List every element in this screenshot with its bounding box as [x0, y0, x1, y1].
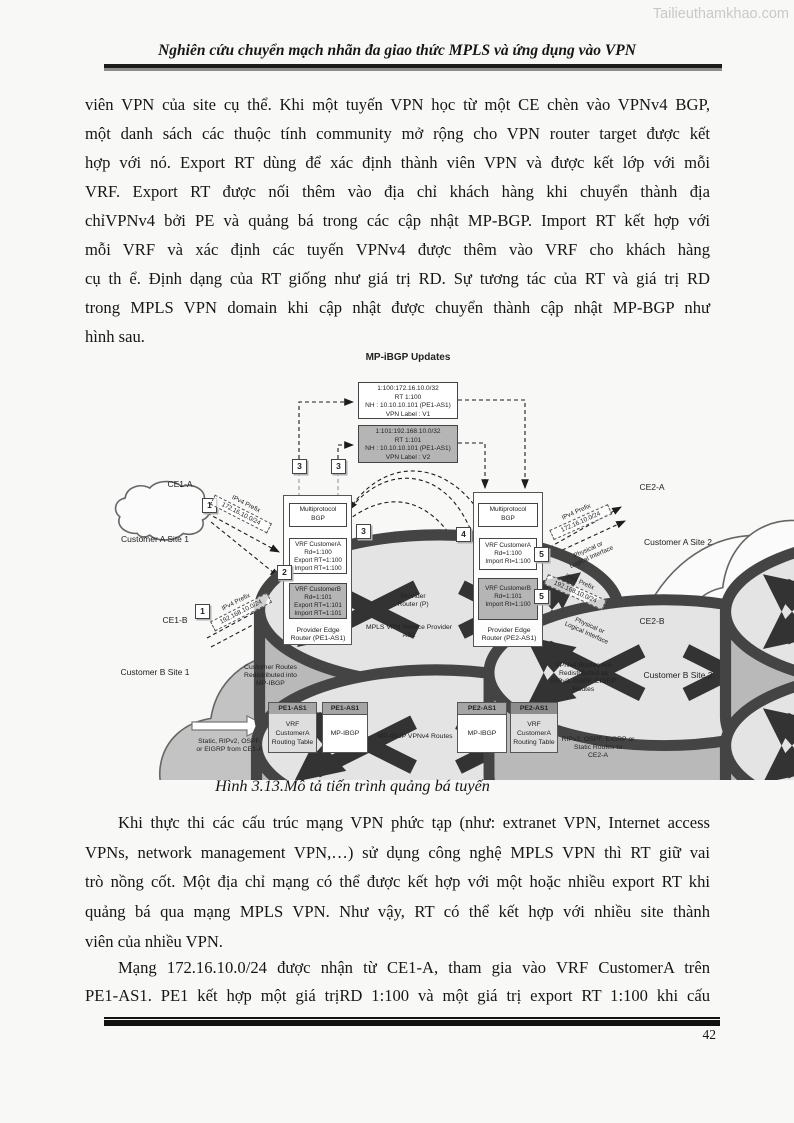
flow-box-header: PE2-AS1 [458, 703, 506, 715]
paragraph-1: viên VPN của site cụ thể. Khi một tuyến … [85, 90, 710, 351]
cloud-provider-label: MPLS VPN Service Provider AS1 [365, 624, 453, 639]
text-line: Khi thực thi các cấu trúc mạng VPN phức … [118, 813, 710, 832]
pe1-vrf-customer-a: VRF CustomerA Rd=1:100 Export RT=1:100 I… [289, 538, 347, 574]
dash-to-update1 [298, 398, 355, 459]
text-line: hợp với nó. Export RT dùng để xác định t… [85, 153, 710, 172]
update-box-2: 1:101:192.168.10.0/32 RT 1:101 NH : 10.1… [358, 425, 458, 463]
text-line: PE1-AS1. PE1 kết hợp một giá trịRD 1:100… [85, 986, 710, 1005]
text-line: một danh sách các thuộc tính community m… [85, 124, 710, 143]
badge-3b: 3 [331, 459, 346, 474]
flow-box-pe1-mpibgp: PE1-AS1 MP-IBGP [322, 702, 368, 753]
router-p-label: Provider Router (P) [397, 593, 429, 608]
dash-arc-to-vrfb2 [346, 501, 476, 588]
text-line: VRF. Export RT được nối thêm vào địa chỉ… [85, 182, 710, 201]
page-header-title: Nghiên cứu chuyển mạch nhãn đa giao thức… [158, 42, 636, 59]
dash-to-update2 [337, 441, 355, 459]
footer-rule [104, 1017, 720, 1026]
pe1-label: Provider Edge Router (PE1-AS1) [290, 627, 346, 642]
flow-box-body: MP-IBGP [330, 729, 360, 737]
flow-box-pe1-vrf: PE1-AS1 VRF CustomerA Routing Table [268, 702, 317, 753]
paragraph-2: Khi thực thi các cấu trúc mạng VPN phức … [85, 808, 710, 956]
redistributed-left-label: Customer Routes Redistributed into MP-IB… [244, 664, 297, 687]
badge-5a: 5 [534, 547, 549, 562]
text-line: VPNs, network management VPN,…) sử dụng … [85, 842, 710, 862]
router-ce2b-label: CE2-B [639, 616, 665, 626]
text-line: Mạng 172.16.10.0/24 được nhận từ CE1-A, … [118, 958, 710, 977]
dash-arc-to-pe1bgp [348, 470, 479, 511]
dash-update2-to-pe2 [458, 442, 489, 490]
header-rule [104, 64, 722, 71]
cloud-a2-label: Customer A Site 2 [643, 537, 713, 547]
text-line: quảng bá qua mạng MPLS VPN. Như vậy, RT … [85, 902, 710, 922]
text-line: trong MPLS VPN domain khi cập nhật được … [85, 298, 710, 317]
badge-4: 4 [456, 527, 471, 542]
flow-box-pe2-mpibgp: PE2-AS1 MP-IBGP [457, 702, 507, 753]
flow-box-body: VRF CustomerA Routing Table [511, 714, 557, 752]
dash-ce1a-vrfb [210, 521, 280, 578]
badge-2: 2 [277, 565, 292, 580]
text-line: trò nồng cốt. Một địa chỉ mạng có thể đư… [85, 872, 710, 892]
pe2-label: Provider Edge Router (PE2-AS1) [481, 627, 537, 642]
text-line: viên của nhiều VPN. [85, 931, 223, 951]
flow-box-body: VRF CustomerA Routing Table [269, 714, 316, 752]
text-line: mỗi VRF và xác định các tuyến VPNv4 được… [85, 240, 710, 259]
text-line: cụ th ể. Định dạng của RT giống như giá … [85, 269, 710, 288]
flow-arrow-right-label: RIPv2, OSPF, EIGRP or Static Routes to C… [561, 736, 635, 759]
badge-5b: 5 [534, 589, 549, 604]
text-line: hình sau. [85, 327, 145, 346]
cloud-customer-a-site1 [114, 480, 211, 541]
diagram-canvas [114, 398, 794, 780]
flow-arrow-mid-label: MP-IBGP VPNv4 Routes [377, 733, 453, 740]
pe1-vrf-customer-b: VRF CustomerB Rd=1:101 Export RT=1:101 I… [289, 583, 347, 619]
pe2-vrf-customer-a: VRF CustomerA Rd=1:100 Import Rt=1:100 [479, 538, 537, 570]
text-line: viên VPN của site cụ thể. Khi một tuyến … [85, 95, 710, 114]
flow-box-body: MP-IBGP [467, 729, 497, 737]
cloud-a1-label: Customer A Site 1 [120, 534, 190, 544]
redistributed-right-label: VPNv4 Routes Are Redistributed as RIPv2,… [551, 662, 616, 693]
badge-3c: 3 [356, 524, 371, 539]
figure-3-13-diagram: MP-iBGP Updates 1:100:172.16.10.0/32 RT … [95, 350, 794, 780]
cloud-b1-label: Customer B Site 1 [120, 667, 190, 677]
router-ce1b-label: CE1-B [162, 615, 188, 625]
update-box-1: 1:100:172.16.10.0/32 RT 1:100 NH : 10.10… [358, 382, 458, 419]
dash-pe2-ce2a-1 [542, 506, 622, 552]
badge-1b: 1 [195, 604, 210, 619]
pe2-vrf-customer-b: VRF CustomerB Rd=1:101 Import Rt=1:100 [478, 578, 538, 620]
pe2-bgp-box: Multiprotocol BGP [478, 503, 538, 527]
text-line: chỉVPNv4 bởi PE và quảng bá trong các cậ… [85, 211, 710, 230]
pe1-bgp-box: Multiprotocol BGP [289, 503, 347, 527]
router-ce2a-label: CE2-A [639, 482, 665, 492]
flow-box-header: PE1-AS1 [323, 703, 367, 715]
figure-caption: Hình 3.13.Mô tả tiến trình quảng bá tuyế… [215, 777, 490, 795]
flow-arrow-left-label: Static, RIPv2, OSPF, or EIGRP from CE1-A [196, 738, 263, 753]
badge-3a: 3 [292, 459, 307, 474]
paragraph-3: Mạng 172.16.10.0/24 được nhận từ CE1-A, … [85, 954, 710, 1010]
figure-title: MP-iBGP Updates [365, 352, 451, 363]
flow-box-pe2-vrf: PE2-AS1 VRF CustomerA Routing Table [510, 702, 558, 753]
router-ce1a-label: CE1-A [167, 479, 193, 489]
dash-update1-to-pe2 [458, 399, 529, 490]
cloud-b2-label: Customer B Site 2 [643, 670, 713, 680]
page-number: 42 [702, 1027, 717, 1042]
dash-arc-to-vrfa2 [346, 477, 477, 544]
watermark: Tailieuthamkhao.com [652, 6, 789, 22]
